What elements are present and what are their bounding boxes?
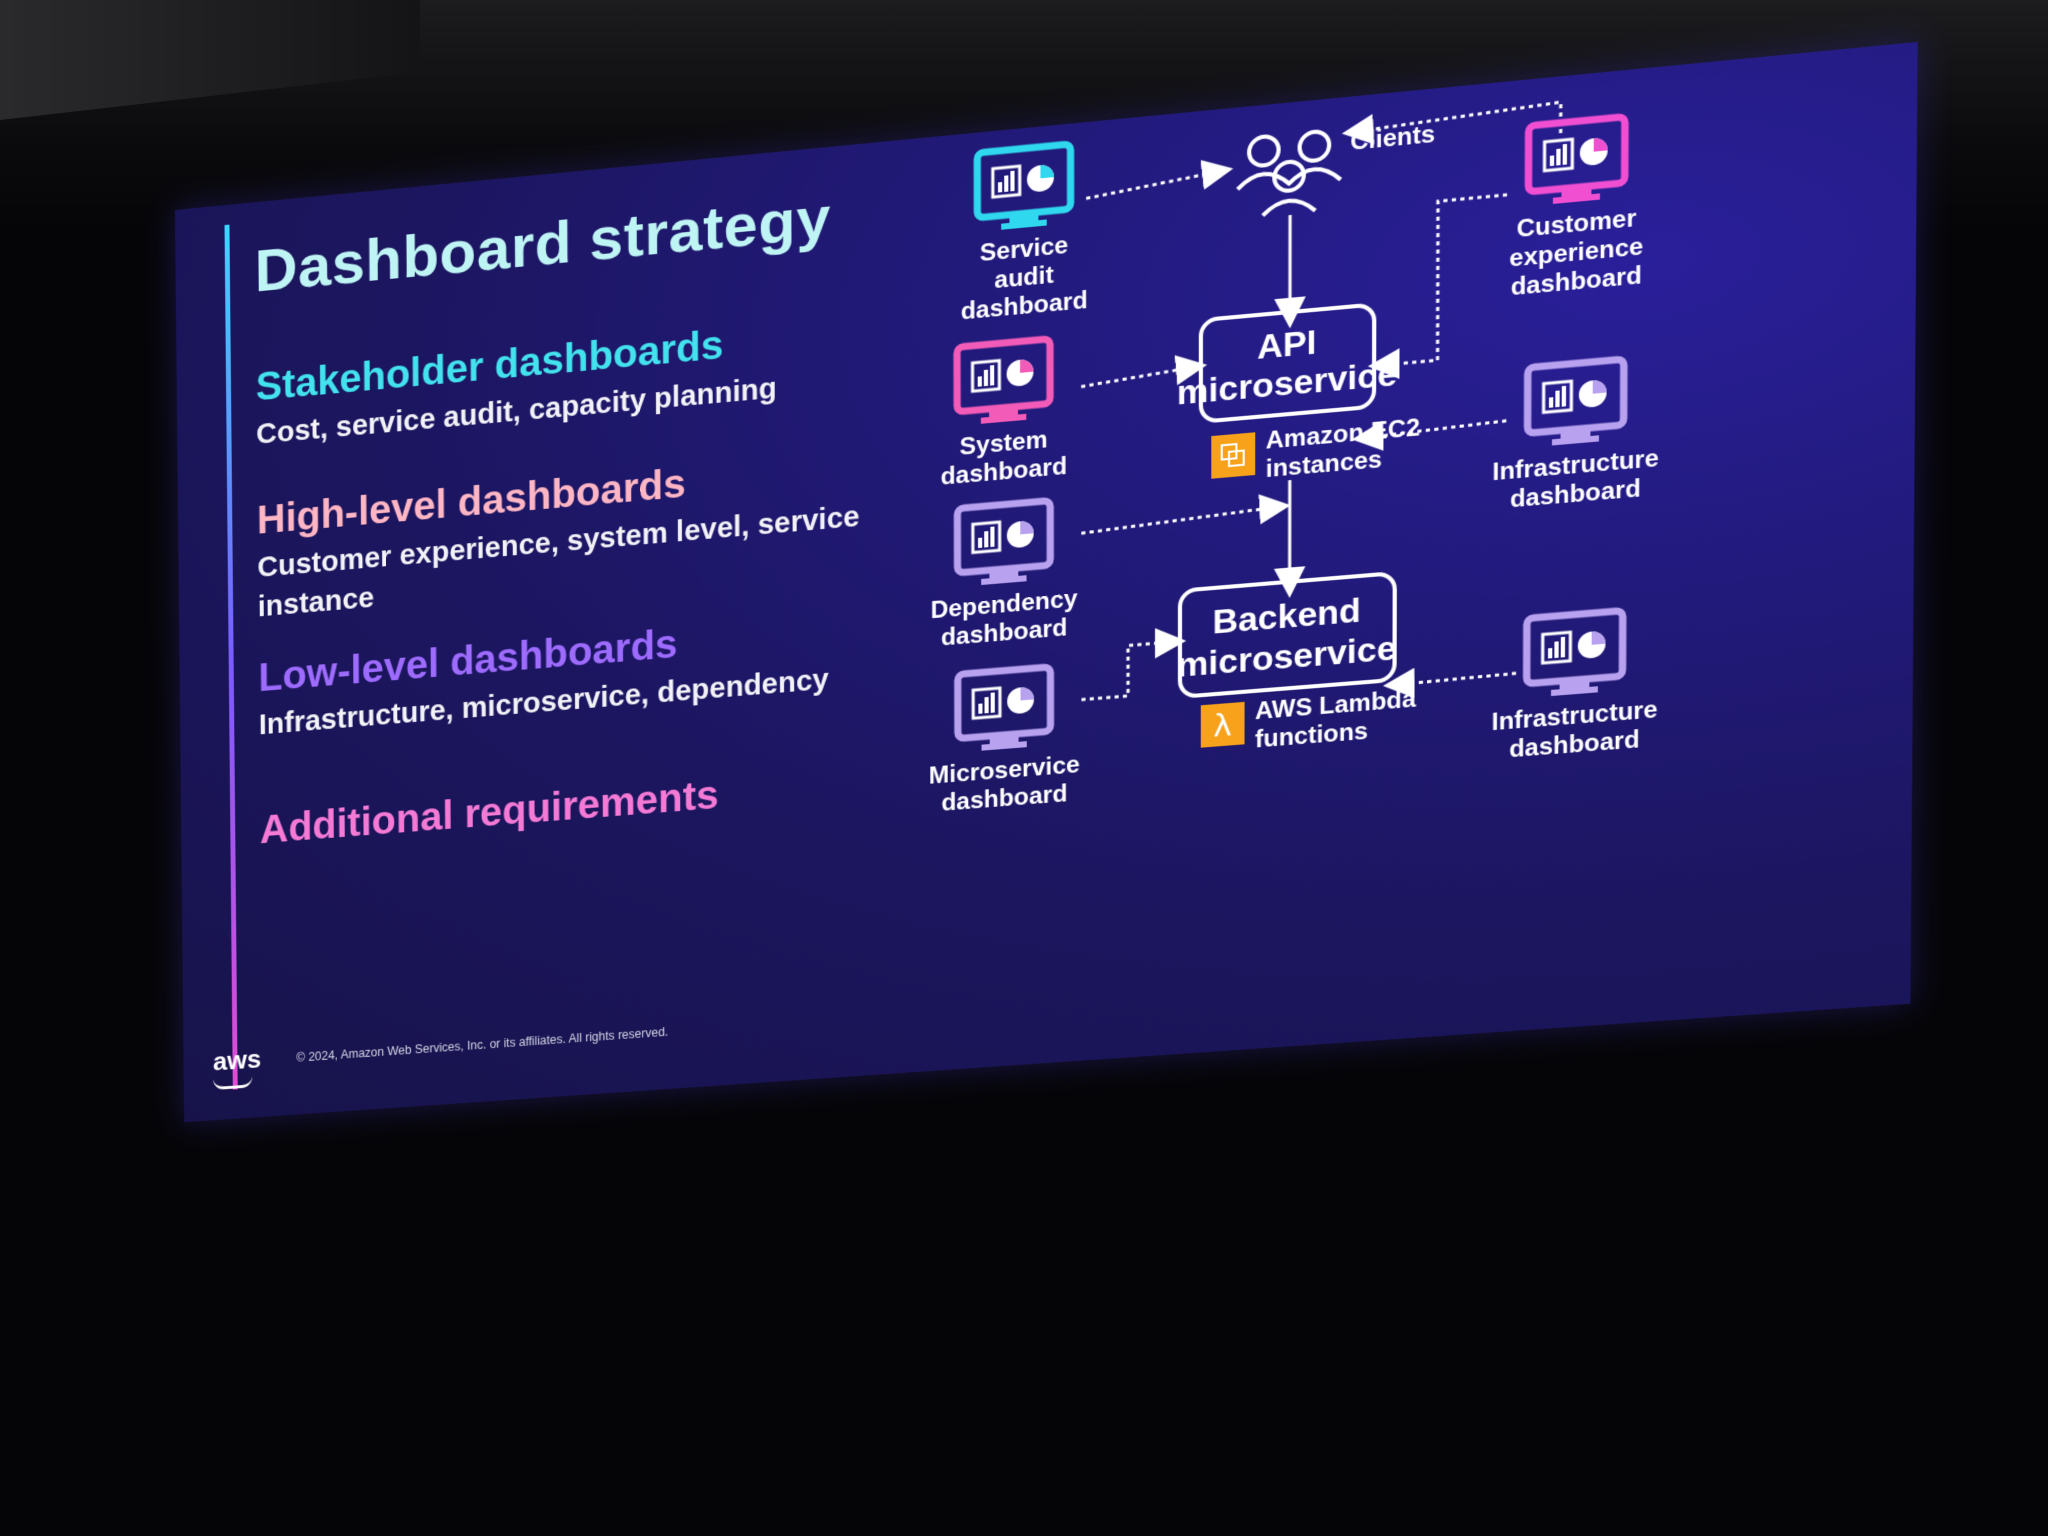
monitor-chart-icon	[957, 501, 1050, 587]
monitor-chart-icon	[1527, 611, 1623, 698]
presentation-slide: Dashboard strategy Stakeholder dashboard…	[175, 42, 1918, 1122]
dashboard-service-audit: Serviceauditdashboard	[960, 142, 1087, 325]
dashboard-microservice: Microservicedashboard	[929, 665, 1080, 818]
monitor-chart-icon	[977, 144, 1070, 232]
connector-dependency-to-backend	[1081, 506, 1284, 533]
clients-icon	[1238, 129, 1341, 218]
dashboard-infrastructure-ec2: Infrastructuredashboard	[1492, 356, 1659, 515]
api-microservice-box: API microservice	[1177, 302, 1397, 423]
dashboard-label-line: dashboard	[961, 286, 1088, 325]
dashboard-infrastructure-lambda: Infrastructuredashboard	[1491, 608, 1658, 765]
backend-microservice-box: Backend microservice	[1177, 573, 1397, 697]
dashboard-dependency: Dependencydashboard	[930, 498, 1078, 652]
svg-text:λ: λ	[1213, 708, 1232, 745]
dashboard-label-line: Service	[980, 231, 1068, 267]
monitor-chart-icon	[1527, 359, 1623, 447]
lambda-icon: λ	[1201, 702, 1245, 748]
api-box-line-1: API	[1257, 324, 1317, 367]
dashboard-customer-experience: Customerexperiencedashboard	[1509, 115, 1644, 302]
dashboard-system: Systemdashboard	[940, 337, 1067, 491]
monitor-chart-icon	[957, 339, 1050, 426]
ec2-icon	[1211, 432, 1255, 478]
architecture-diagram: Clients API microservice Amazon EC2 inst…	[175, 42, 1918, 1122]
connector-service-audit-to-clients	[1086, 170, 1227, 199]
monitor-chart-icon	[1528, 117, 1625, 207]
connector-infra-to-lambda	[1389, 673, 1516, 685]
monitor-chart-icon	[958, 667, 1051, 753]
clients-label: Clients	[1350, 120, 1435, 156]
connector-microservice-to-backend	[1081, 641, 1180, 699]
connector-customer-exp-to-api	[1374, 195, 1507, 366]
backend-box-line-2: microservice	[1177, 630, 1397, 685]
